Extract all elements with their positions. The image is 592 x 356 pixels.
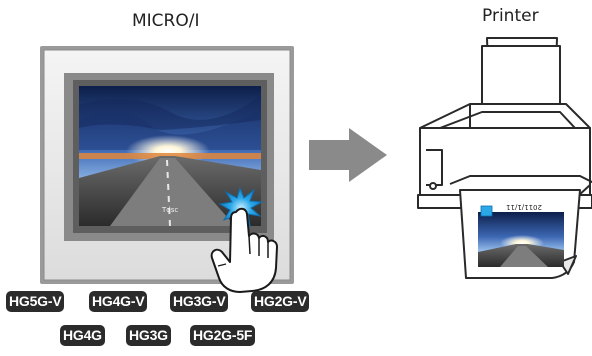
pointing-hand-icon <box>210 207 278 293</box>
model-badge: HG3G <box>126 325 171 346</box>
flow-arrow-icon <box>309 128 387 182</box>
screen-caption: Tdsc <box>161 206 178 214</box>
model-badge: HG4G <box>60 325 105 346</box>
micro-i-device: Tdsc <box>40 46 294 284</box>
model-badge: HG2G-5F <box>190 325 256 346</box>
micro-i-label: MICRO/I <box>132 11 200 31</box>
model-badge: HG3G-V <box>170 291 229 312</box>
printer-label: Printer <box>482 6 539 26</box>
model-badge: HG2G-V <box>251 291 310 312</box>
model-badge: HG5G-V <box>6 291 65 312</box>
print-date: 2011/1/11 <box>506 203 542 211</box>
printed-photo <box>478 205 564 267</box>
model-badge: HG4G-V <box>89 291 148 312</box>
